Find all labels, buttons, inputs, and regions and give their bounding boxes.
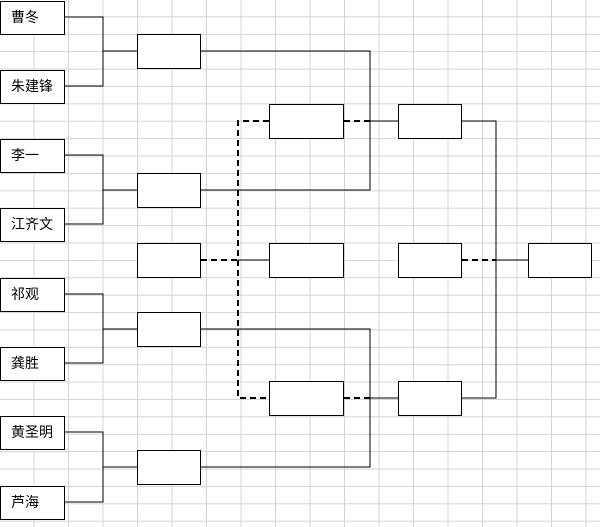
player-cell[interactable]: 芦海 — [0, 486, 65, 520]
connector-pair-4 — [65, 431, 104, 503]
round2-slot[interactable] — [137, 450, 201, 485]
player-cell[interactable]: 祁观 — [0, 278, 65, 312]
player-cell[interactable]: 曹冬 — [0, 1, 65, 35]
final-slot[interactable] — [528, 243, 592, 278]
repechage-slot[interactable] — [137, 243, 201, 278]
quarter-slot[interactable] — [269, 243, 344, 278]
semifinal-slot[interactable] — [398, 243, 462, 278]
player-cell[interactable]: 江齐文 — [0, 208, 65, 242]
player-cell[interactable]: 李一 — [0, 139, 65, 173]
player-cell[interactable]: 龚胜 — [0, 347, 65, 381]
semifinal-slot[interactable] — [398, 104, 462, 139]
dashed-repechage-vertical — [237, 120, 269, 399]
semifinal-slot[interactable] — [398, 381, 462, 416]
round2-slot[interactable] — [137, 34, 201, 69]
player-cell[interactable]: 黄圣明 — [0, 416, 65, 450]
connector-pair-2 — [65, 154, 104, 225]
connector-pair-1 — [65, 16, 104, 87]
quarter-slot[interactable] — [269, 104, 344, 139]
round2-slot[interactable] — [137, 312, 201, 347]
player-cell[interactable]: 朱建锋 — [0, 70, 65, 104]
connector-pair-3 — [65, 293, 104, 364]
quarter-slot[interactable] — [269, 381, 344, 416]
round2-slot[interactable] — [137, 173, 201, 208]
